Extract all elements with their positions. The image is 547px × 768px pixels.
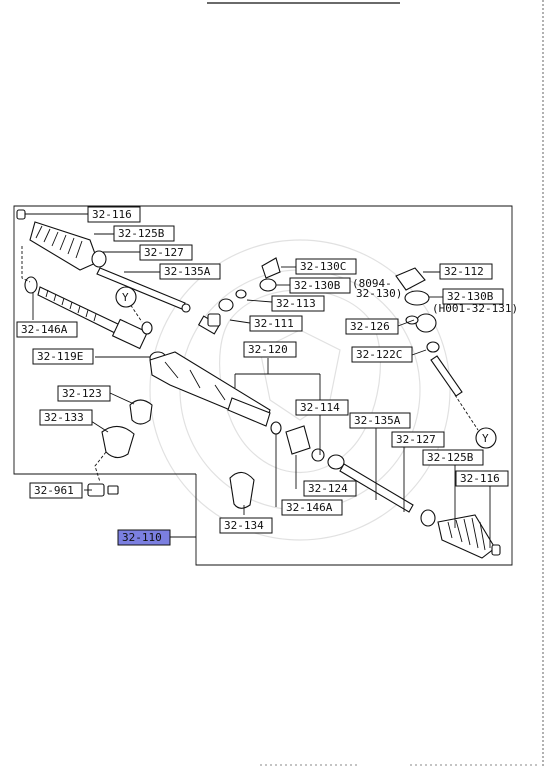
tie-rod-right [339, 463, 414, 513]
label-32-111[interactable]: 32-111 [249, 315, 303, 332]
label-32-134[interactable]: 32-134 [219, 517, 273, 534]
pinion-parts [207, 257, 463, 397]
svg-text:32-133: 32-133 [44, 411, 84, 424]
svg-text:(H001-32-131): (H001-32-131) [432, 302, 518, 315]
label-32-146a-bottom[interactable]: 32-146A [281, 499, 343, 516]
svg-text:32-111: 32-111 [254, 317, 294, 330]
svg-text:(8094-: (8094- [352, 277, 392, 290]
label-32-130c[interactable]: 32-130C [295, 258, 357, 275]
label-32-112[interactable]: 32-112 [439, 263, 493, 280]
mount-bushings [87, 399, 255, 509]
label-32-127-top[interactable]: 32-127 [139, 244, 193, 261]
label-32-126[interactable]: 32-126 [345, 318, 399, 335]
label-32-130b-right[interactable]: 32-130B [442, 288, 504, 305]
svg-text:32-114: 32-114 [300, 401, 340, 414]
svg-text:32-146A: 32-146A [286, 501, 333, 514]
svg-text:32-112: 32-112 [444, 265, 484, 278]
label-32-135a-bottom[interactable]: 32-135A [349, 412, 411, 429]
y-marker-top: Y [115, 286, 137, 308]
svg-text:32-130B: 32-130B [294, 279, 341, 292]
label-32-116-top[interactable]: 32-116 [87, 206, 141, 223]
svg-text:32-146A: 32-146A [21, 323, 68, 336]
tie-rod-end-left [16, 209, 90, 220]
svg-text:32-125B: 32-125B [427, 451, 474, 464]
label-32-120[interactable]: 32-120 [243, 341, 297, 358]
label-32-127-bottom[interactable]: 32-127 [391, 431, 445, 448]
svg-text:32-122C: 32-122C [356, 348, 402, 361]
tie-rod-left [96, 267, 191, 313]
svg-text:32-130C: 32-130C [300, 260, 346, 273]
label-32-125b-top[interactable]: 32-125B [113, 225, 175, 242]
gear-housing [149, 315, 271, 427]
svg-text:32-125B: 32-125B [118, 227, 165, 240]
label-32-961[interactable]: 32-961 [29, 482, 83, 499]
svg-text:32-130): 32-130) [356, 287, 402, 300]
svg-text:32-116: 32-116 [460, 472, 500, 485]
svg-text:32-135A: 32-135A [354, 414, 401, 427]
svg-text:Y: Y [482, 432, 489, 445]
svg-text:32-126: 32-126 [350, 320, 390, 333]
label-32-133[interactable]: 32-133 [39, 409, 93, 426]
clamp-right [420, 509, 436, 527]
y-marker-bottom: Y [475, 427, 497, 449]
svg-text:32-123: 32-123 [62, 387, 102, 400]
label-32-130b-mid[interactable]: 32-130B [289, 277, 351, 294]
label-32-146a-left[interactable]: 32-146A [16, 321, 78, 338]
page-edge-marks [207, 0, 544, 768]
svg-text:32-120: 32-120 [248, 343, 288, 356]
svg-text:32-127: 32-127 [144, 246, 184, 259]
svg-text:32-113: 32-113 [276, 297, 316, 310]
label-32-122c[interactable]: 32-122C [351, 346, 413, 363]
svg-text:32-961: 32-961 [34, 484, 74, 497]
leader-lines [21, 213, 491, 548]
label-32-110-highlighted[interactable]: 32-110 [117, 529, 171, 546]
note-h001-32-131: (H001-32-131) [432, 302, 518, 315]
parts-artwork [16, 209, 501, 559]
svg-text:32-116: 32-116 [92, 208, 132, 221]
svg-text:32-135A: 32-135A [164, 265, 211, 278]
svg-text:32-130B: 32-130B [447, 290, 494, 303]
boot-right [437, 514, 496, 559]
boot-left [29, 221, 99, 271]
assembly-frame [13, 205, 513, 566]
tie-rod-end-right [491, 544, 501, 556]
label-32-135a-top[interactable]: 32-135A [159, 263, 221, 280]
svg-text:32-134: 32-134 [224, 519, 264, 532]
note-8094-32-130: (8094- 32-130) [352, 277, 402, 300]
label-32-124[interactable]: 32-124 [303, 480, 357, 497]
label-32-114[interactable]: 32-114 [295, 399, 349, 416]
svg-text:32-110: 32-110 [122, 531, 162, 544]
svg-text:32-124: 32-124 [308, 482, 348, 495]
clamp-left [91, 250, 107, 268]
seals-right [270, 421, 345, 470]
svg-text:Y: Y [122, 291, 129, 304]
label-32-113[interactable]: 32-113 [271, 295, 325, 312]
part-labels: 32-116 32-125B 32-127 32-135A 32-130C 32… [16, 206, 518, 546]
label-32-123[interactable]: 32-123 [57, 385, 111, 402]
svg-text:32-119E: 32-119E [37, 350, 83, 363]
svg-text:32-127: 32-127 [396, 433, 436, 446]
label-32-116-bottom[interactable]: 32-116 [455, 470, 509, 487]
label-32-119e[interactable]: 32-119E [32, 348, 94, 365]
label-32-125b-bottom[interactable]: 32-125B [422, 449, 484, 466]
